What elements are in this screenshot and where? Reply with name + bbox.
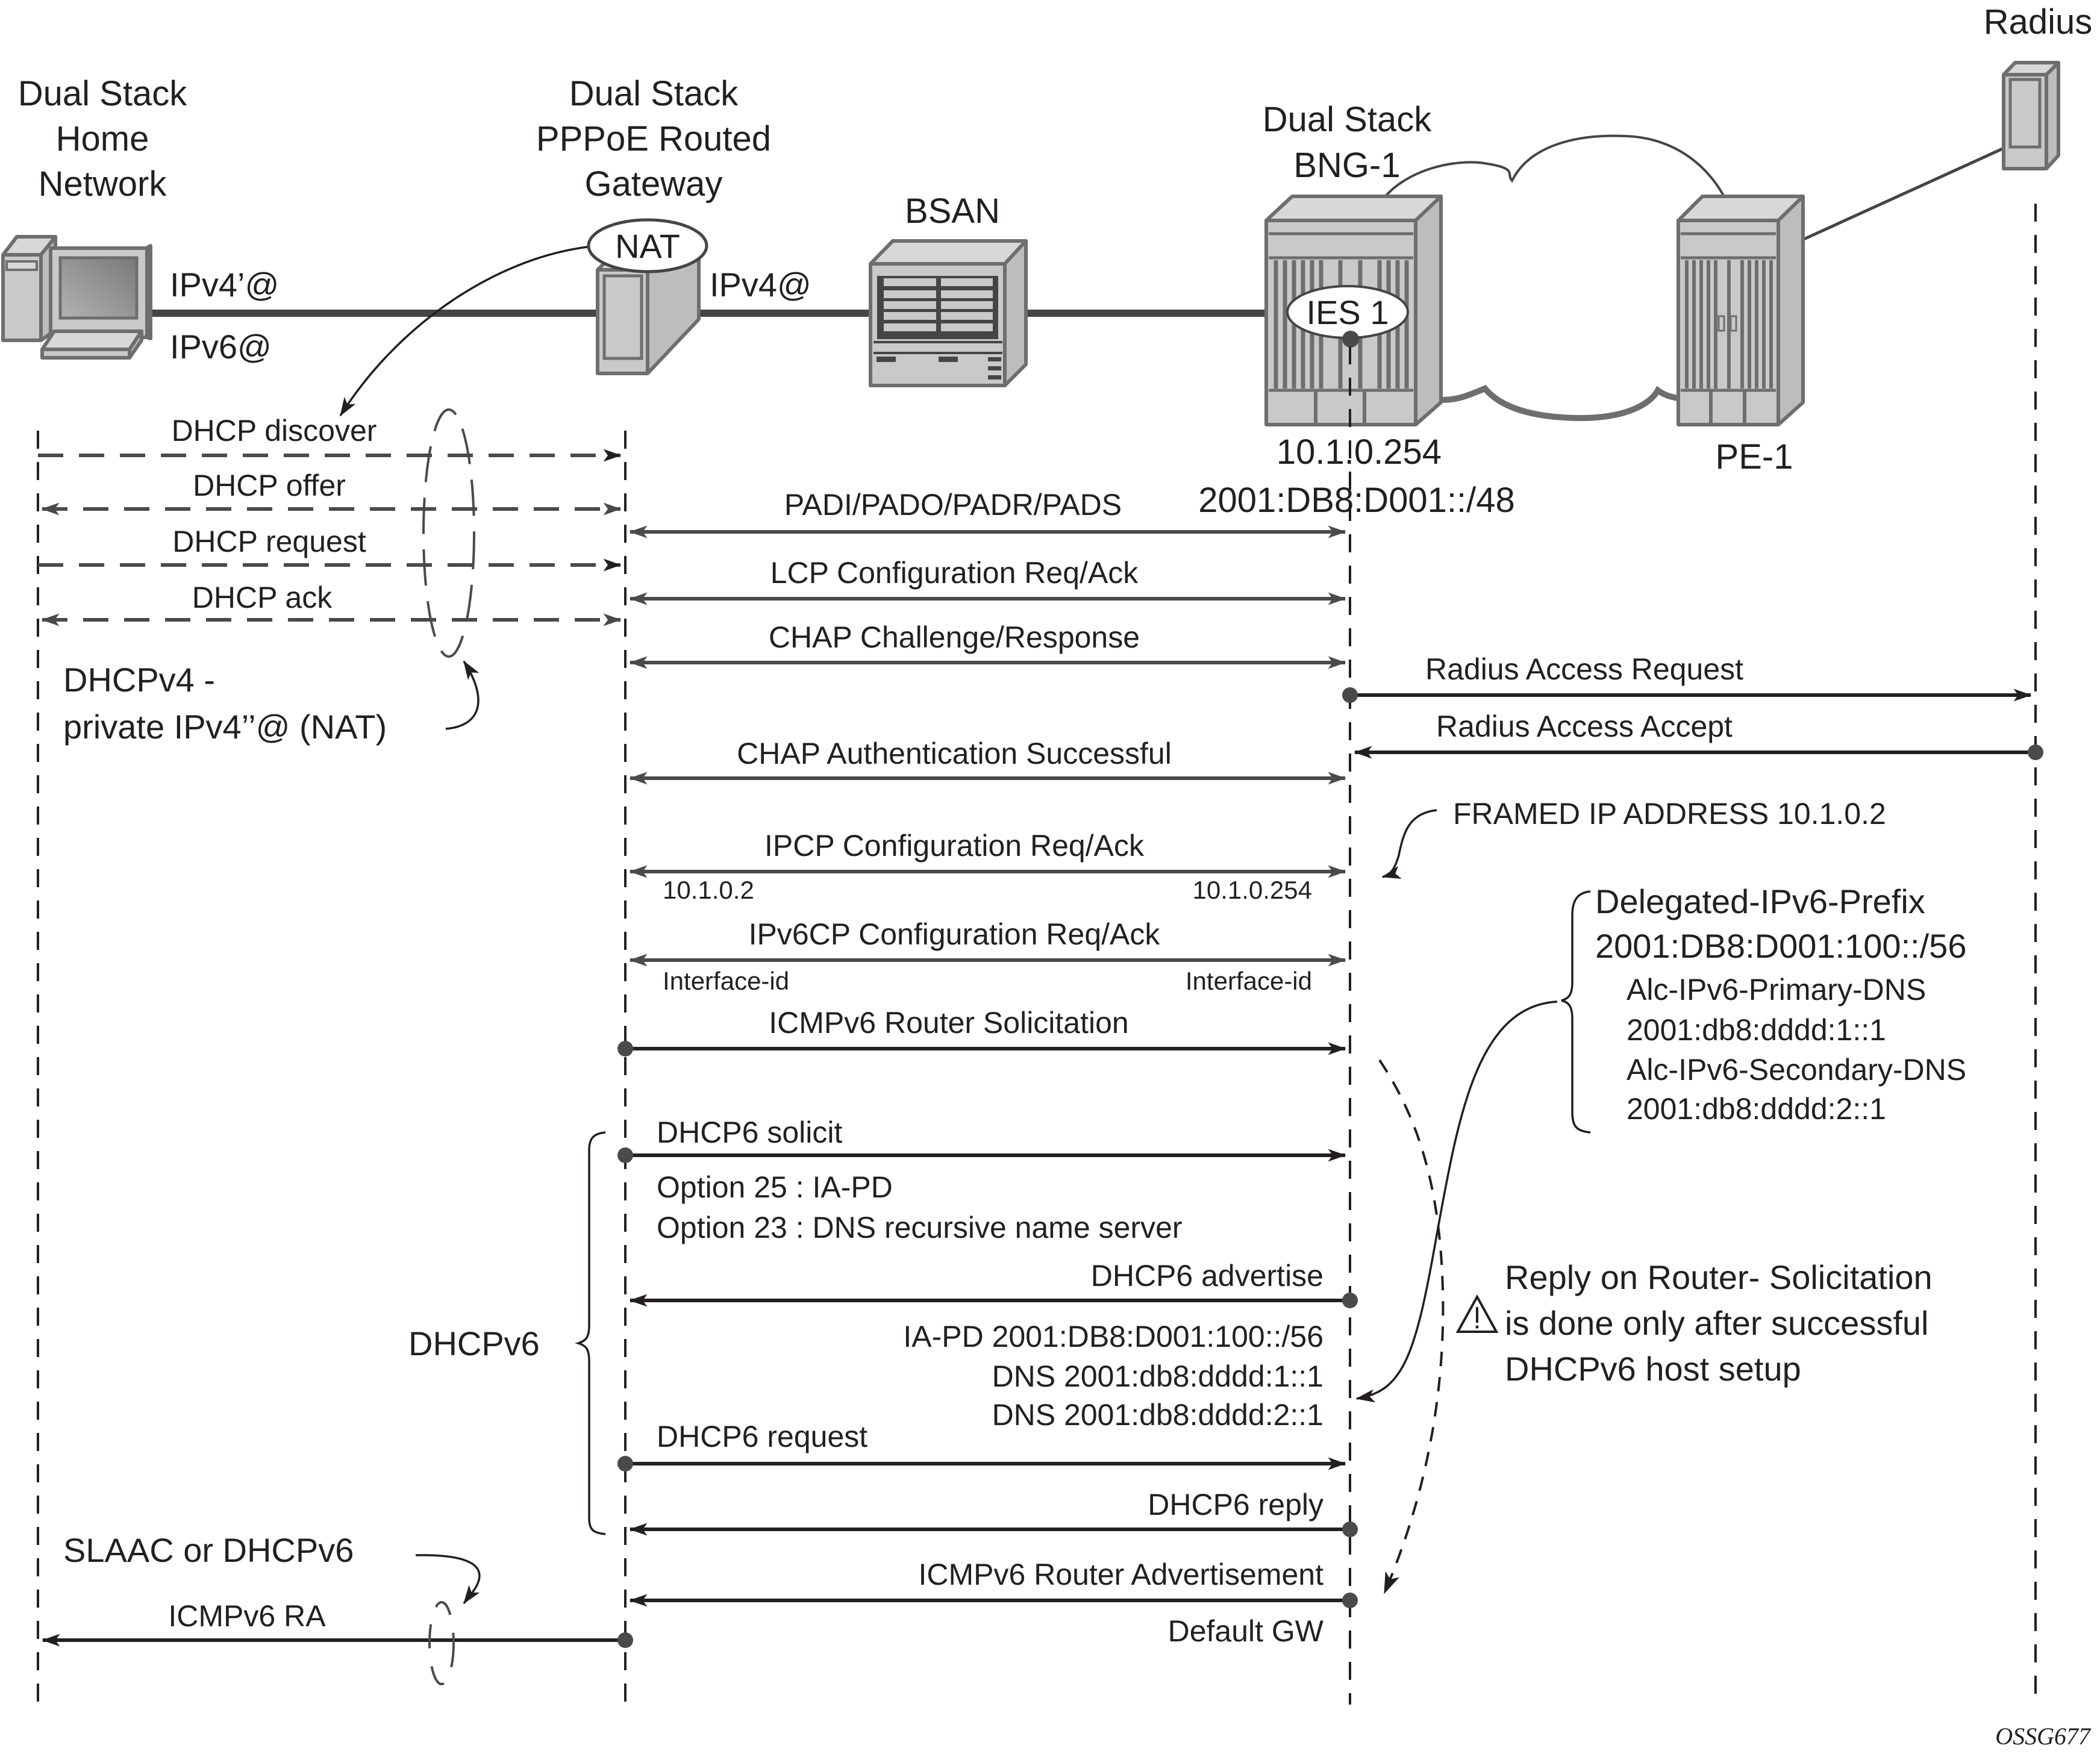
dhcpv6-group-label: DHCPv6: [408, 1325, 540, 1362]
delegated-prefix-label: Delegated-IPv6-Prefix: [1595, 882, 1925, 920]
framed-ip-note: FRAMED IP ADDRESS 10.1.0.2: [1453, 797, 1886, 831]
bng-title-line-1: Dual Stack: [1263, 100, 1432, 139]
advertise-iapd-note: IA-PD 2001:DB8:D001:100::/56: [903, 1320, 1323, 1353]
secondary-dns-label: Alc-IPv6-Secondary-DNS: [1627, 1053, 1966, 1087]
advertise-dns2-note: DNS 2001:db8:dddd:2::1: [992, 1398, 1323, 1432]
msg-dhcp-ack-label: DHCP ack: [192, 581, 333, 614]
bng-ipv4-address: 10.1.0.254: [1277, 432, 1442, 472]
home-ipv6-label: IPv6@: [170, 328, 272, 366]
home-network-title: Dual Stack Home Network: [18, 74, 187, 204]
ip-network-cloud-icon: [1378, 134, 1736, 422]
msg-dhcp-request-label: DHCP request: [172, 525, 366, 558]
nat-pointer-arrow: [339, 246, 588, 417]
bng-title-line-2: BNG-1: [1293, 146, 1400, 185]
gateway-title-line-1: Dual Stack: [569, 74, 739, 113]
msg-icmpv6-ra-origin-dot: [1342, 1593, 1358, 1608]
ies-label: IES 1: [1307, 293, 1389, 331]
radius-attributes-brace: [1561, 890, 1591, 1134]
msg-icmpv6-rs-label: ICMPv6 Router Solicitation: [769, 1006, 1128, 1040]
msg-ipv6cp-left-id: Interface-id: [663, 967, 789, 995]
bsan-title: BSAN: [905, 192, 1000, 231]
msg-dhcp6-solicit-origin-dot: [617, 1147, 633, 1163]
dhcpv4-note-line-1: DHCPv4 -: [63, 661, 215, 699]
msg-icmpv6-ra-home-origin-dot: [617, 1632, 633, 1648]
warning-line-3: DHCPv6 host setup: [1505, 1350, 1801, 1388]
dhcpv6-group-brace: [575, 1131, 606, 1535]
msg-radius-request-label: Radius Access Request: [1425, 652, 1743, 686]
default-gw-note: Default GW: [1168, 1614, 1324, 1648]
pe-title: PE-1: [1716, 437, 1793, 476]
msg-dhcp6-request-origin-dot: [617, 1456, 633, 1471]
slaac-pointer-arrow: [415, 1554, 481, 1605]
gateway-title-line-3: Gateway: [585, 164, 723, 204]
msg-lcp-label: LCP Configuration Req/Ack: [770, 556, 1139, 590]
msg-dhcp-offer-label: DHCP offer: [193, 469, 346, 502]
msg-chap-success-label: CHAP Authentication Successful: [737, 737, 1172, 770]
warning-line-1: Reply on Router- Solicitation: [1505, 1258, 1933, 1296]
primary-dns-value: 2001:db8:dddd:1::1: [1627, 1013, 1886, 1047]
msg-icmpv6-rs-origin-dot: [617, 1041, 633, 1056]
msg-dhcp6-request-label: DHCP6 request: [657, 1420, 867, 1453]
bng-title: Dual Stack BNG-1: [1263, 100, 1432, 185]
msg-ipv6cp-label: IPv6CP Configuration Req/Ack: [749, 917, 1161, 951]
secondary-dns-value: 2001:db8:dddd:2::1: [1627, 1092, 1886, 1126]
gateway-ipv4-label: IPv4@: [710, 266, 811, 304]
slaac-group-ellipse: [428, 1601, 455, 1685]
home-title-line-2: Home: [56, 119, 149, 158]
msg-dhcp6-reply-origin-dot: [1342, 1521, 1358, 1537]
radius-title: Radius: [1984, 2, 2093, 42]
ies-endpoint-dot: [1342, 331, 1359, 348]
dhcpv4-pointer-arrow: [445, 660, 480, 730]
gateway-title-line-2: PPPoE Routed: [536, 119, 771, 158]
dhcpv4-note-line-2: private IPv4’’@ (NAT): [63, 708, 387, 746]
msg-icmpv6-ra-label: ICMPv6 Router Advertisement: [919, 1558, 1324, 1591]
nat-badge: NAT: [587, 218, 708, 273]
option-25-note: Option 25 : IA-PD: [657, 1170, 893, 1204]
radius-attributes-pointer-arrow: [1355, 1000, 1558, 1403]
msg-radius-request-origin-dot: [1342, 687, 1358, 703]
delegated-prefix-value: 2001:DB8:D001:100::/56: [1595, 927, 1966, 965]
primary-dns-label: Alc-IPv6-Primary-DNS: [1627, 973, 1926, 1006]
nat-label: NAT: [615, 227, 680, 265]
pe-router-icon: [1677, 195, 1805, 426]
msg-ipv6cp-right-id: Interface-id: [1186, 967, 1312, 995]
msg-radius-accept-label: Radius Access Accept: [1436, 710, 1733, 743]
framed-ip-pointer-arrow: [1381, 809, 1437, 879]
home-title-line-3: Network: [39, 164, 167, 204]
msg-dhcp-discover-label: DHCP discover: [172, 414, 377, 448]
warning-note: Reply on Router- Solicitation is done on…: [1455, 1258, 1933, 1388]
bsan-switch-icon: [869, 239, 1028, 387]
radius-attributes-note: Delegated-IPv6-Prefix 2001:DB8:D001:100:…: [1561, 882, 1966, 1134]
ies-service-badge: IES 1: [1286, 285, 1409, 348]
advertise-dns1-note: DNS 2001:db8:dddd:1::1: [992, 1359, 1323, 1393]
home-pc-icon: [1, 235, 152, 360]
radius-server-icon: [2002, 61, 2060, 170]
msg-dhcp6-solicit-label: DHCP6 solicit: [657, 1116, 843, 1149]
msg-dhcp6-reply-label: DHCP6 reply: [1148, 1488, 1323, 1521]
msg-padi-label: PADI/PADO/PADR/PADS: [784, 488, 1122, 522]
slaac-note: SLAAC or DHCPv6: [63, 1531, 354, 1569]
msg-ipcp-label: IPCP Configuration Req/Ack: [764, 829, 1145, 863]
msg-chap-challenge-label: CHAP Challenge/Response: [769, 620, 1140, 654]
figure-id: OSSG677: [1995, 1723, 2092, 1750]
msg-dhcp6-advertise-origin-dot: [1342, 1293, 1358, 1308]
bng-ipv6-prefix: 2001:DB8:D001::/48: [1198, 481, 1515, 520]
pe-radius-link: [1779, 144, 2010, 252]
dhcpv6-group: DHCPv6: [408, 1131, 606, 1535]
msg-radius-accept-origin-dot: [2028, 744, 2043, 760]
msg-dhcp6-advertise-label: DHCP6 advertise: [1091, 1259, 1323, 1293]
msg-icmpv6-ra-home-label: ICMPv6 RA: [168, 1599, 326, 1633]
dhcpv4-group-ellipse: [422, 408, 475, 658]
home-ipv4-label: IPv4’@: [170, 266, 279, 304]
msg-ipcp-left-address: 10.1.0.2: [663, 876, 754, 904]
home-title-line-1: Dual Stack: [18, 74, 187, 113]
option-23-note: Option 23 : DNS recursive name server: [657, 1211, 1183, 1244]
msg-ipcp-right-address: 10.1.0.254: [1192, 876, 1312, 904]
gateway-title: Dual Stack PPPoE Routed Gateway: [536, 74, 771, 204]
warning-triangle-icon: [1455, 1294, 1499, 1333]
warning-line-2: is done only after successful: [1505, 1304, 1928, 1342]
rs-deferred-reply-arrow: [1378, 1059, 1445, 1594]
